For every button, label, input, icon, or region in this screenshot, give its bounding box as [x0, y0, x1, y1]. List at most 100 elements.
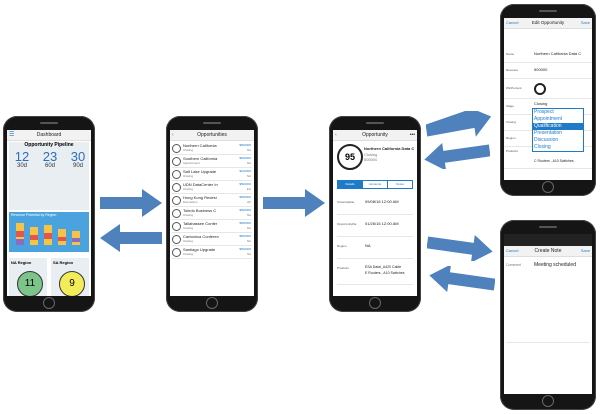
kpi-60d[interactable]: 23 60d — [37, 150, 63, 170]
save-button[interactable]: Save — [580, 248, 590, 253]
field-label: Name — [506, 52, 515, 56]
stage-option[interactable]: Qualification — [533, 123, 583, 130]
comment-input[interactable]: Meeting scheduled — [534, 262, 576, 268]
arrow-right-3 — [426, 111, 492, 137]
field-value: 01/26/16 12:00 AM — [365, 221, 399, 226]
menu-icon[interactable]: ☰ — [9, 132, 15, 138]
opportunity-name: Carbonica Conferen — [183, 234, 219, 239]
opportunity-region: NA — [246, 226, 251, 230]
tab-accounts[interactable]: Accounts — [363, 181, 388, 188]
field-label: Region — [337, 244, 347, 248]
opportunity-name: Salt Lake Upgrade — [183, 169, 217, 174]
edit-title: Edit Opportunity — [531, 20, 565, 25]
opportunity-stage: Closing — [183, 252, 194, 256]
kpi-value: 23 — [42, 149, 58, 164]
home-button — [542, 181, 554, 193]
opportunity-region: NA — [246, 239, 251, 243]
opportunity-amount: $100000 — [239, 169, 251, 173]
opportunity-amount: $500000 — [239, 195, 251, 199]
stage-option[interactable]: Closing — [534, 144, 551, 150]
comment-label: Comment — [506, 263, 522, 267]
arrow-left-1 — [100, 224, 162, 252]
home-button — [43, 297, 55, 309]
field-label: Region — [506, 136, 516, 140]
field-opportunity-date: OpportunityDa 01/26/16 12:00 AM — [337, 214, 413, 237]
edit-field-winpercent[interactable]: WinPercent — [504, 78, 592, 99]
field-label: Revenue — [506, 68, 519, 72]
avatar — [172, 209, 181, 218]
opportunity-region: NA — [246, 148, 251, 152]
avatar — [172, 235, 181, 244]
edit-header: Cancel Edit Opportunity Save — [504, 18, 592, 29]
kpi-90d[interactable]: 30 90d — [65, 150, 91, 170]
opportunity-detail-phone: ‹ Opportunity ••• 95 Northern California… — [329, 116, 421, 312]
opportunity-amount: $500000 — [239, 143, 251, 147]
region-card-na[interactable]: NA Region 11 — [9, 258, 47, 296]
stage-option[interactable]: Discussion — [534, 137, 559, 143]
revenue-bar-chart — [16, 223, 80, 245]
arrow-right-1 — [100, 189, 162, 217]
more-icon[interactable]: ••• — [409, 132, 415, 138]
field-label: Stage — [506, 104, 514, 108]
opportunity-stage: Closing — [183, 239, 194, 243]
cancel-button[interactable]: Cancel — [506, 248, 519, 253]
back-icon[interactable]: ‹ — [335, 132, 337, 138]
region-card-sa[interactable]: SA Region 9 — [51, 258, 89, 296]
back-icon[interactable]: ‹ — [172, 132, 174, 138]
note-header: Cancel Create Note Save — [504, 246, 592, 257]
pipeline-title: Opportunity Pipeline — [24, 142, 74, 148]
cancel-button[interactable]: Cancel — [506, 20, 519, 25]
dashboard-header: ☰ Dashboard — [7, 130, 91, 141]
opportunity-name: Toledo Business C — [183, 208, 217, 213]
avatar — [172, 170, 181, 179]
tab-details[interactable]: Details — [338, 181, 363, 188]
create-note-screen: Cancel Create Note Save Comment Meeting … — [504, 234, 592, 394]
avatar — [172, 248, 181, 257]
field-value: NA — [365, 243, 371, 248]
opportunity-amount: $500000 — [239, 247, 251, 251]
win-percent-dial[interactable] — [534, 83, 546, 95]
edit-field-products[interactable]: Products C Routers , A10 Switches — [504, 146, 592, 169]
opportunity-amount: $500000 — [239, 234, 251, 238]
opportunity-stage: Closing — [183, 226, 194, 230]
field-label: CloseUpdate — [337, 200, 355, 204]
arrow-left-3 — [424, 142, 490, 169]
dashboard-phone: ☰ Dashboard Opportunity Pipeline 12 30d … — [3, 116, 95, 312]
avatar — [172, 183, 181, 192]
opportunity-region: NA — [246, 174, 251, 178]
revenue-bars — [16, 223, 80, 245]
kpi-30d[interactable]: 12 30d — [9, 150, 35, 170]
opportunity-name: Tallahassee Confer — [183, 221, 218, 226]
edit-field-name[interactable]: Name Northern California Data C — [504, 46, 592, 63]
stage-option[interactable]: Appointment — [534, 116, 563, 122]
revenue-title: Revenue Potential by Region — [11, 213, 57, 217]
kpi-label: 90d — [72, 163, 83, 169]
edit-opportunity-screen: Cancel Edit Opportunity Save Name Northe… — [504, 18, 592, 180]
opportunity-region: NA — [246, 213, 251, 217]
home-button — [369, 297, 381, 309]
field-products: Products ESA Datal_A420 Cable E Routers … — [337, 258, 413, 285]
tab-notes[interactable]: Notes — [396, 182, 404, 186]
save-button[interactable]: Save — [580, 20, 590, 25]
home-button — [206, 297, 218, 309]
opportunity-name: Southern California — [183, 156, 218, 161]
stage-option[interactable]: Prospect — [534, 109, 554, 115]
edit-field-revenue[interactable]: Revenue 500000 — [504, 62, 592, 79]
opportunity-stage: Closing — [364, 152, 378, 157]
field-label: WinPercent — [506, 86, 522, 90]
stage-option[interactable]: Presentation — [534, 130, 563, 136]
avatar — [172, 196, 181, 205]
revenue-panel[interactable]: Revenue Potential by Region — [9, 212, 89, 252]
dashboard-screen: ☰ Dashboard Opportunity Pipeline 12 30d … — [7, 130, 91, 296]
edit-opportunity-phone: Cancel Edit Opportunity Save Name Northe… — [500, 4, 596, 196]
